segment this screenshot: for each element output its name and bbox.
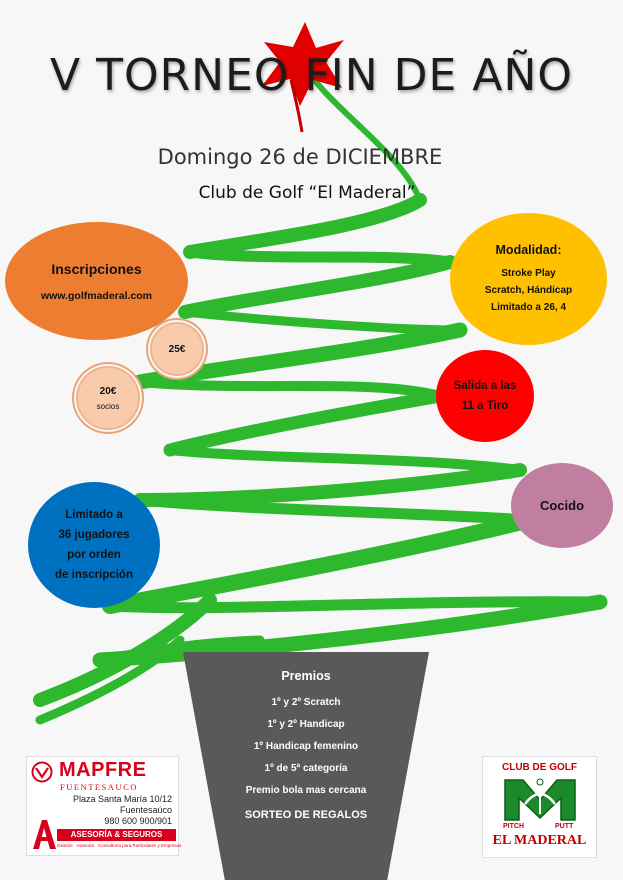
mapfre-emblem-icon [31, 761, 53, 783]
event-date: Domingo 26 de DICIEMBRE [157, 145, 443, 169]
premios-sorteo: SORTEO DE REGALOS [244, 809, 368, 821]
price-socios: 20€ [99, 385, 117, 397]
price-socios-coin: 20€ socios [76, 366, 140, 430]
club-el-maderal-logo: CLUB DE GOLF PITCH PUTT EL MADERAL [482, 756, 597, 858]
inscripciones-website: www.golfmaderal.com [40, 289, 153, 302]
cocido-bubble: Cocido [511, 463, 613, 548]
event-venue: Club de Golf “El Maderal” [198, 183, 416, 203]
limitado-bubble: Limitado a 36 jugadores por orden de ins… [28, 482, 160, 608]
salida-bubble: Salida a las 11 a Tiro [436, 350, 534, 442]
sponsor-mapfre-logo: MAPFRE FUENTESAUCO Plaza Santa María 10/… [26, 756, 182, 856]
modalidad-line: Scratch, Hándicap [484, 284, 573, 296]
club-logo-top: CLUB DE GOLF [502, 762, 577, 773]
modalidad-title: Modalidad: [495, 242, 562, 257]
premios-pot: Premios 1º y 2º Scratch 1º y 2º Handicap… [183, 652, 429, 880]
sponsor-brand: MAPFRE [59, 759, 147, 781]
price-socios-label: socios [96, 401, 120, 411]
price-general: 25€ [168, 343, 186, 355]
salida-line: 11 a Tiro [461, 400, 509, 412]
limitado-line: 36 jugadores [58, 529, 130, 541]
sponsor-town: FUENTESAUCO [60, 782, 138, 792]
limitado-line: Limitado a [65, 509, 123, 521]
premio-item: 1º y 2º Handicap [267, 719, 345, 730]
limitado-line: de inscripción [55, 569, 133, 581]
poster-title: V TORNEO FIN DE AÑO [49, 50, 573, 101]
sponsor-service: ASESORÍA & SEGUROS [57, 829, 176, 841]
club-logo-pitch: PITCH [503, 823, 524, 830]
star-icon [262, 22, 344, 106]
ase-badge-icon [33, 820, 56, 849]
price-general-coin: 25€ [150, 322, 204, 376]
inscripciones-bubble: Inscripciones www.golfmaderal.com [5, 222, 188, 340]
premios-title: Premios [281, 669, 331, 683]
modalidad-line: Stroke Play [501, 267, 556, 279]
sponsor-tagline: Gestión · Asesoría · Consultoría para Pa… [57, 843, 182, 848]
club-logo-putt: PUTT [555, 823, 574, 830]
inscripciones-title: Inscripciones [51, 260, 142, 277]
premio-item: 1º de 5ª categoría [264, 763, 348, 774]
premio-item: Premio bola mas cercana [245, 785, 367, 796]
limitado-line: por orden [67, 549, 121, 561]
premio-item: 1º y 2º Scratch [271, 697, 341, 708]
sponsor-address-block: Plaza Santa María 10/12 Fuentesaúco 980 … [27, 794, 172, 827]
modalidad-bubble: Modalidad: Stroke Play Scratch, Hándicap… [450, 213, 607, 345]
premio-item: 1º Handicap femenino [253, 741, 359, 752]
golf-flag-monogram-icon [504, 778, 576, 821]
sponsor-address: Plaza Santa María 10/12 [72, 794, 172, 804]
modalidad-line: Limitado a 26, 4 [490, 301, 567, 313]
cocido-label: Cocido [539, 498, 585, 513]
salida-line: Salida a las [453, 380, 517, 392]
sponsor-phone: 980 600 900/901 [104, 816, 172, 826]
club-logo-name: EL MADERAL [492, 833, 587, 848]
sponsor-city: Fuentesaúco [119, 805, 172, 815]
